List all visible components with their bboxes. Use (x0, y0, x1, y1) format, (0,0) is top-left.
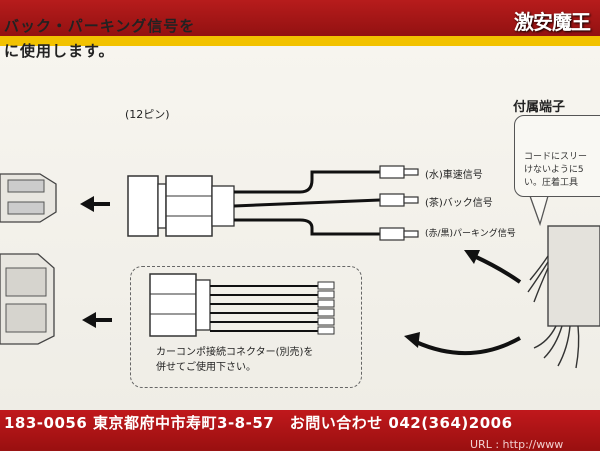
vehicle-connector-bottom (0, 253, 55, 345)
footer-bar (0, 410, 600, 450)
instruction-heading: バック・パーキング信号を に使用します。 (4, 14, 195, 64)
accessory-callout (514, 115, 600, 197)
component-wires (210, 285, 318, 332)
optional-connector-note: カーコンポ接続コネクター(別売)を 併せてご使用下さい。 (156, 345, 313, 375)
yellow-stripe (0, 36, 600, 46)
company-address: 183-0056 東京都府中市寿町3-8-57 お問い合わせ 042(364)2… (4, 414, 513, 432)
heading-line-1: バック・パーキング信号を (4, 17, 196, 35)
heading-line-2: に使用します。 (4, 42, 115, 60)
wiring-diagram (0, 125, 600, 369)
instruction-panel (0, 46, 600, 410)
watermark-logo: 激安魔王 (514, 10, 591, 34)
wire-label-parking: (赤/黒)パーキング信号 (425, 229, 516, 239)
box-note-line-1: カーコンポ接続コネクター(別売)を (156, 347, 314, 358)
accessory-note-line-3: い。圧着工具 (524, 178, 579, 188)
accessory-note-line-2: けないように5 (524, 165, 584, 175)
signal-wires (233, 170, 381, 236)
top-red-band (0, 0, 600, 40)
accessory-note-line-1: コードにスリー (524, 152, 588, 162)
accessory-note: コードにスリー けないように5 い。圧着工具 (524, 151, 587, 190)
box-note-line-2: 併せてご使用下さい。 (156, 362, 256, 373)
wire-label-back: (茶)バック信号 (425, 198, 493, 209)
accessory-title: 付属端子 (513, 100, 566, 115)
car-component-connector (149, 273, 211, 337)
wire-terminals (379, 165, 419, 241)
optional-connector-box (130, 266, 362, 388)
arrow-left-icon (80, 196, 110, 212)
wire-harness (527, 225, 600, 369)
twelve-pin-connector (127, 175, 235, 237)
curved-arrow-icon (404, 332, 521, 356)
component-terminals (317, 281, 335, 335)
company-url: URL : http://www (470, 438, 564, 451)
wire-label-speed: (水)車速信号 (425, 170, 483, 181)
curved-arrow-icon (464, 250, 522, 284)
arrow-left-icon (82, 312, 112, 328)
pin-count-label: (12ピン) (125, 108, 170, 121)
vehicle-connector-top (0, 173, 57, 223)
